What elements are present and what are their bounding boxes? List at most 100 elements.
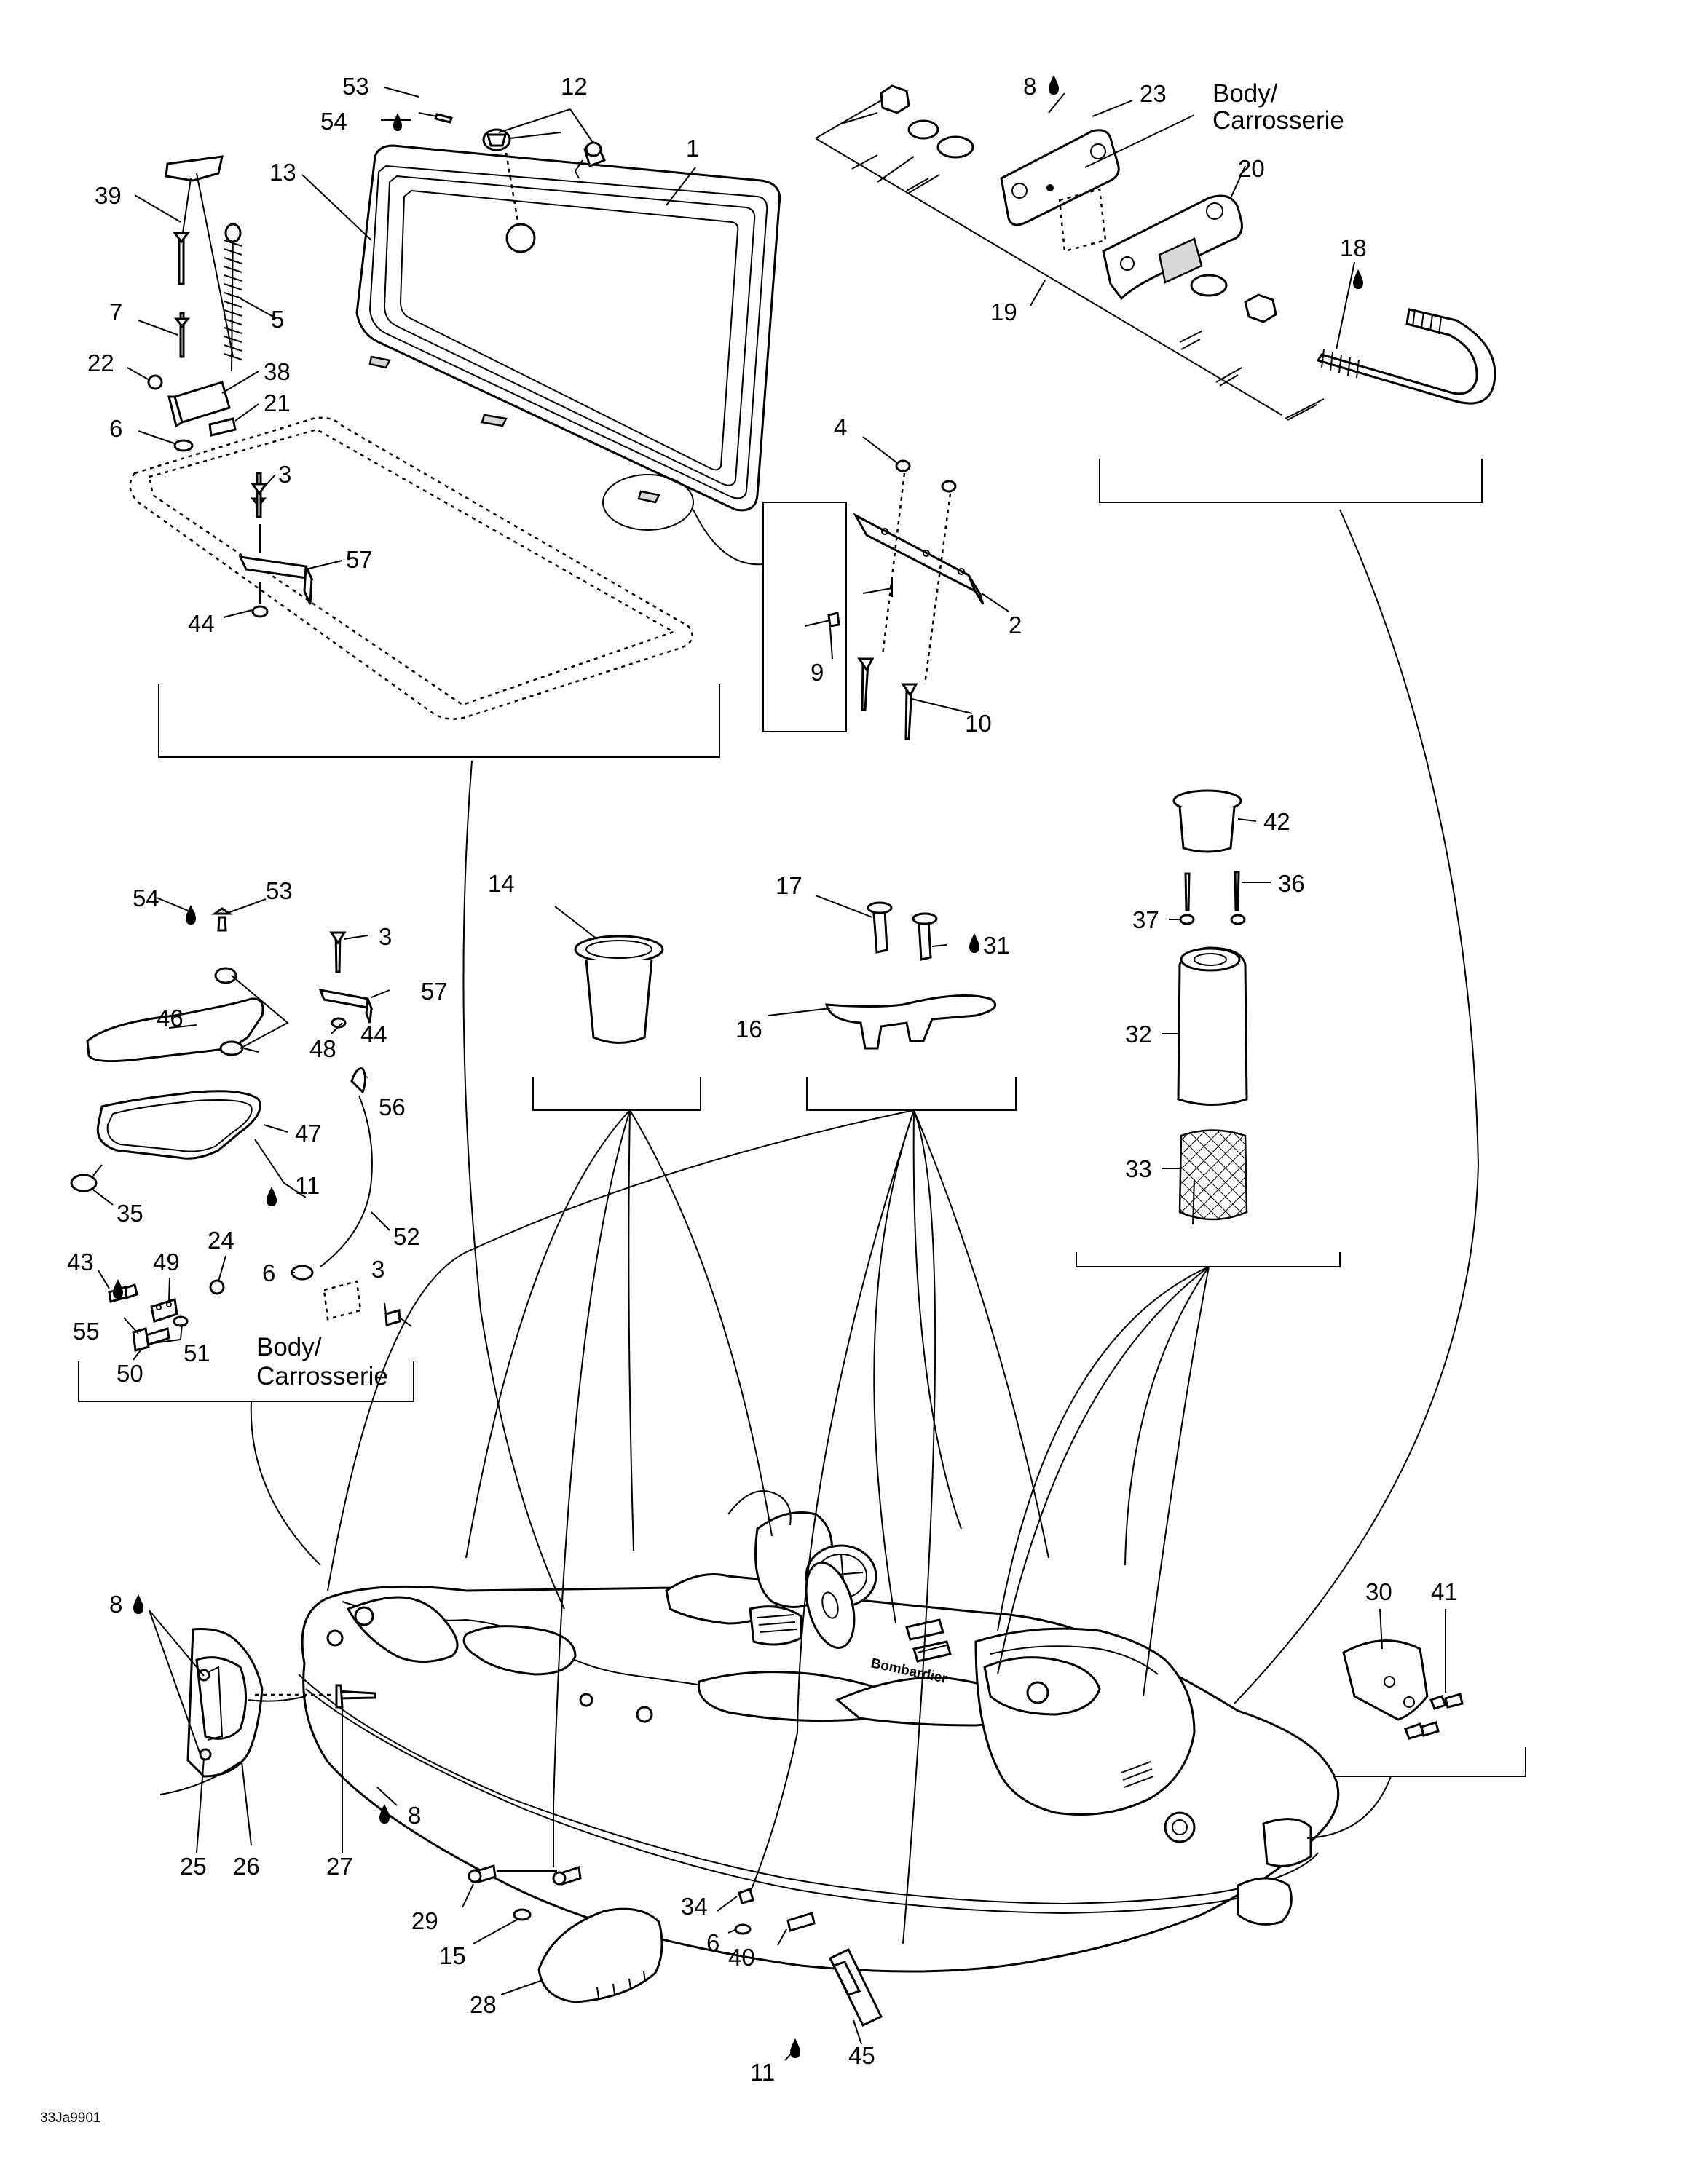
callout-52: 52 [393,1223,420,1250]
bracket-cover-group [1310,1747,1526,1777]
callout-1: 1 [686,135,699,162]
callout-20: 20 [1238,155,1265,182]
callout-25: 25 [180,1853,207,1880]
callout-22: 22 [87,349,114,376]
callout-18: 18 [1340,234,1367,261]
bracket-cupholder-group [532,1077,701,1111]
callout-10: 10 [965,710,992,737]
callout-44-seat: 44 [360,1021,387,1048]
callout-31: 31 [983,932,1010,959]
callout-7: 7 [109,298,122,325]
callout-30: 30 [1365,1578,1392,1605]
callout-9: 9 [811,659,824,686]
bumper-assembly [815,84,1496,419]
drop-icon [267,1187,277,1206]
callout-36: 36 [1278,870,1305,897]
callout-44: 44 [188,610,215,637]
body-label-line1: Body/ [1212,79,1278,108]
callout-6-vent: 6 [706,1929,719,1956]
callout-34: 34 [681,1893,708,1920]
callout-19: 19 [990,298,1017,325]
group-connector-curves [250,509,1480,1944]
callout-55: 55 [73,1318,100,1345]
adhesive-drop-icons [113,75,1363,2058]
callout-27: 27 [326,1853,353,1880]
drop-icon [113,1279,123,1299]
spring-arm-assembly [147,155,267,511]
window-latch-hole [505,223,536,253]
drop-icon [1049,75,1059,95]
seat-assembly [70,907,412,1352]
drop-icon [133,1594,143,1614]
hinge-detail-parts [804,459,985,740]
body-label-seat-line1: Body/ [256,1333,322,1361]
callout-11-vent: 11 [750,2059,775,2086]
callout-2: 2 [1009,612,1022,638]
callout-53: 53 [342,73,369,100]
callout-21: 21 [264,389,291,416]
callout-53-seat: 53 [266,877,293,904]
callout-3-body: 3 [371,1256,384,1283]
callout-15: 15 [439,1942,466,1969]
hatch-window [355,144,781,512]
bracket-seat-group [78,1361,414,1402]
callout-29: 29 [411,1907,438,1934]
callout-51: 51 [184,1340,210,1366]
callout-43: 43 [67,1249,94,1275]
cup-holder [574,935,664,1044]
callout-6-seat: 6 [262,1259,275,1286]
callout-11-seat: 11 [295,1172,320,1199]
callout-38: 38 [264,358,291,385]
callout-54-seat: 54 [133,885,159,911]
bracket-window-group [158,684,720,758]
body-label-seat-line2: Carrosserie [256,1362,388,1390]
callout-13: 13 [269,159,296,186]
drop-icon [379,1804,390,1824]
callout-8-rivet: 8 [408,1802,421,1829]
drop-icon [790,2038,800,2058]
stern-detail [159,1628,376,1795]
steering-wheel [805,1562,856,1649]
callout-4: 4 [834,414,847,440]
callout-54: 54 [320,108,347,135]
callout-16: 16 [735,1016,762,1042]
leader-lines [90,87,1446,2061]
callout-35: 35 [117,1200,143,1227]
drop-icon [1353,269,1363,289]
boat-hull [298,1490,1340,1973]
assembly-arrows [815,100,1317,421]
callout-33: 33 [1125,1155,1152,1182]
callout-26: 26 [233,1853,260,1880]
callout-39: 39 [95,182,122,209]
drop-icon [969,933,979,953]
callout-3-seat: 3 [379,923,392,950]
bracket-fuel-group [1076,1252,1341,1267]
hinge-bracket-upper [238,472,314,618]
callout-46: 46 [157,1005,184,1032]
callout-45: 45 [848,2042,875,2069]
u-bolt [1316,308,1496,405]
callout-6: 6 [109,415,122,442]
drawing-reference-code: 33Ja9901 [40,2110,100,2126]
cleat [825,901,997,1050]
hinge-detail-circle [602,474,694,531]
callout-23: 23 [1140,80,1167,107]
fuel-filler-parts [1172,789,1248,1225]
callout-labels: 53 12 54 1 13 39 5 7 22 38 21 6 3 57 44 … [67,73,1458,2086]
callout-32: 32 [1125,1021,1152,1048]
callout-42: 42 [1263,808,1290,835]
callout-47: 47 [295,1120,322,1147]
callout-57-seat: 57 [421,978,448,1005]
callout-8: 8 [1023,73,1036,100]
cover-part [1342,1639,1464,1740]
callout-41: 41 [1431,1578,1458,1605]
bracket-hinge-detail [762,502,847,732]
callout-56: 56 [379,1093,406,1120]
callout-24: 24 [208,1227,234,1254]
callout-17: 17 [776,872,802,899]
callout-14: 14 [488,870,515,897]
body-label-line2: Carrosserie [1212,106,1344,135]
callout-48: 48 [309,1035,336,1062]
